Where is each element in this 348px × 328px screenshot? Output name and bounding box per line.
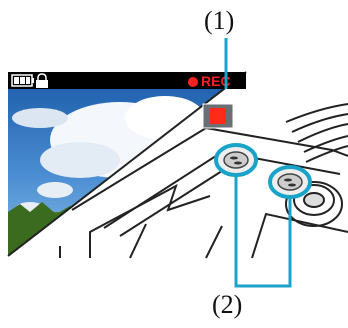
- lock-icon: [36, 74, 48, 88]
- callout-label-2: (2): [212, 292, 242, 318]
- callout-label-1: (1): [204, 8, 234, 34]
- battery-icon: [12, 75, 34, 86]
